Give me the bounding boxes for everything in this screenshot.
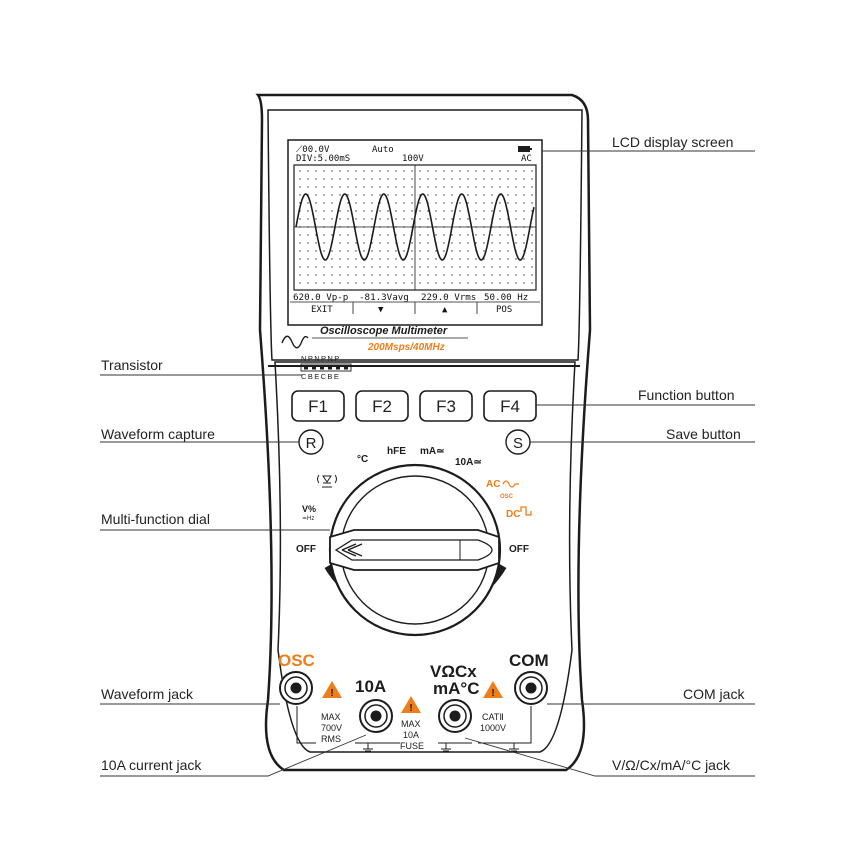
f3-button[interactable]: F3 — [419, 390, 473, 422]
warning-icon: ! — [401, 696, 421, 714]
brand-name: Oscilloscope Multimeter — [320, 325, 448, 337]
lcd-readout-vrms: 229.0 Vrms — [421, 292, 476, 303]
dial-label-dc: DC — [506, 509, 520, 520]
f3-label: F3 — [436, 397, 456, 416]
jack-label-vocx-2: mA°C — [433, 679, 479, 698]
lcd-trigger: ⟋00.0V — [296, 145, 330, 155]
lcd-coupling: AC — [521, 154, 532, 164]
socket-pins — [304, 365, 348, 370]
callout-transistor: Transistor — [101, 357, 163, 373]
lcd-readout-vpp: 620.0 Vp-p — [293, 292, 348, 303]
f4-button[interactable]: F4 — [483, 390, 537, 422]
lcd-div: DIV:5.00mS — [296, 154, 350, 164]
rating-max-10a-2: 10A — [403, 730, 419, 740]
callout-10a-current-jack: 10A current jack — [101, 757, 202, 773]
dial-pointer-icon — [334, 539, 493, 561]
rating-max-700-3: RMS — [321, 734, 341, 744]
callout-v-ohm-jack: V/Ω/Cx/mA/°C jack — [612, 757, 730, 773]
svg-text:!: ! — [330, 688, 333, 699]
current-10a-jack[interactable] — [359, 699, 393, 733]
sine-waveform — [295, 193, 535, 261]
brand-wave-icon — [281, 335, 309, 349]
battery-icon — [518, 146, 530, 152]
f2-label: F2 — [372, 397, 392, 416]
lcd-softkey-down: ▼ — [378, 305, 384, 315]
lcd-softkey-exit: EXIT — [311, 305, 333, 315]
f1-label: F1 — [308, 397, 328, 416]
f1-button[interactable]: F1 — [291, 390, 345, 422]
device-lower-panel — [274, 361, 576, 753]
jack-bracket — [478, 706, 532, 744]
dial-label-ac: AC — [486, 479, 500, 490]
callout-lcd-display-screen: LCD display screen — [612, 134, 734, 150]
lcd-readout-hz: 50.00 Hz — [484, 292, 528, 303]
battery-tip — [530, 148, 532, 150]
f4-label: F4 — [500, 397, 520, 416]
dial-label-vpct: V% — [302, 504, 316, 514]
jack-label-vocx-1: VΩCx — [430, 662, 477, 681]
socket-top-label: NPNPNP — [301, 354, 341, 363]
callout-com-jack: COM jack — [683, 686, 745, 702]
dial-knob-grip[interactable] — [329, 529, 500, 571]
lcd-softkey-up: ▲ — [442, 305, 448, 315]
callout-save-button: Save button — [666, 426, 741, 442]
svg-text:!: ! — [491, 688, 494, 699]
s-button-label: S — [513, 435, 523, 452]
rating-max-700-2: 700V — [321, 723, 342, 733]
f2-button[interactable]: F2 — [355, 390, 409, 422]
waveform-jack[interactable] — [279, 671, 313, 705]
dial-label-ma: mA≃ — [420, 446, 445, 457]
transistor-socket[interactable] — [300, 363, 352, 372]
lcd-readout-vavg: -81.3Vavg — [359, 292, 409, 303]
callout-waveform-jack: Waveform jack — [101, 686, 194, 702]
socket-bottom-label: CBECBE — [301, 372, 340, 381]
callout-waveform-capture: Waveform capture — [101, 426, 215, 442]
lcd-mode: Auto — [372, 145, 394, 155]
com-jack[interactable] — [514, 671, 548, 705]
jack-label-osc: OSC — [278, 651, 315, 670]
save-button[interactable]: S — [505, 429, 531, 455]
waveform-capture-button[interactable]: R — [298, 429, 324, 455]
dial-label-hfe: hFE — [387, 446, 406, 457]
leader-lines — [100, 150, 755, 777]
dial-label-celsius: °C — [357, 454, 368, 465]
dial-label-off-right: OFF — [509, 544, 529, 555]
device-inner-bezel — [267, 109, 583, 361]
rating-fuse: FUSE — [400, 741, 424, 751]
multi-function-dial[interactable] — [328, 463, 502, 637]
ac-wave-icon — [502, 480, 519, 488]
rating-cat-v: 1000V — [480, 723, 506, 733]
jack-label-com: COM — [509, 651, 549, 670]
dial-label-off-left: OFF — [296, 544, 316, 555]
r-button-label: R — [306, 435, 317, 452]
callout-function-button: Function button — [638, 387, 735, 403]
rating-max-10a-1: MAX — [401, 719, 421, 729]
jack-bracket — [296, 706, 316, 744]
dial-label-hz: ≃Hz — [302, 516, 314, 522]
callout-multi-function-dial: Multi-function dial — [101, 511, 210, 527]
dial-label-osc: OSC — [500, 494, 514, 500]
rating-max-700-1: MAX — [321, 712, 341, 722]
jack-label-10a: 10A — [355, 677, 386, 696]
dial-label-10a: 10A≃ — [455, 457, 482, 468]
svg-text:!: ! — [409, 703, 412, 714]
diode-continuity-icon — [317, 474, 337, 488]
v-ohm-jack[interactable] — [438, 699, 472, 733]
dc-wave-icon — [520, 506, 532, 516]
lcd-range: 100V — [402, 154, 424, 164]
warning-icon: ! — [322, 681, 342, 699]
brand-spec: 200Msps/40MHz — [367, 342, 445, 353]
rating-cat: CATⅡ — [482, 712, 504, 722]
warning-icon: ! — [483, 681, 503, 699]
lcd-softkey-pos: POS — [496, 305, 512, 315]
ground-icon — [363, 743, 519, 752]
lcd-grid-dots — [299, 170, 533, 284]
